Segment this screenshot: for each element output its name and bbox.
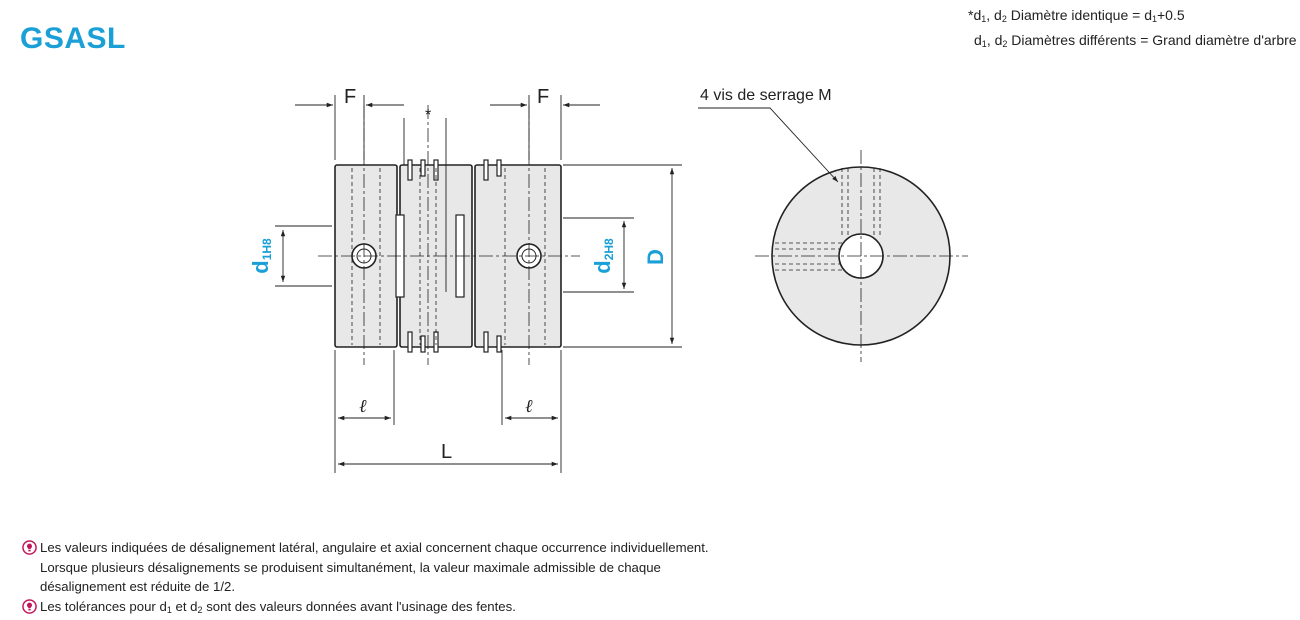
svg-text:D: D (643, 249, 668, 265)
svg-text:d1H8: d1H8 (248, 238, 274, 274)
technical-drawing: F F * ℓ ℓ L d1H8 d2H8 D (0, 0, 1300, 530)
note-text: Les tolérances pour d1 et d2 sont des va… (40, 597, 722, 620)
dim-label-d2: d2H8 (590, 238, 616, 274)
note-item: Les tolérances pour d1 et d2 sont des va… (22, 597, 722, 620)
dim-label-l-left: ℓ (359, 396, 367, 417)
dim-label-l-right: ℓ (525, 396, 533, 417)
dim-label-star: * (425, 107, 431, 124)
note-text: Les valeurs indiquées de désalignement l… (40, 538, 722, 597)
lightbulb-icon (22, 599, 40, 620)
notes-section: Les valeurs indiquées de désalignement l… (22, 538, 722, 620)
note-item: Les valeurs indiquées de désalignement l… (22, 538, 722, 597)
dim-label-f-right: F (537, 86, 549, 108)
dim-label-D: D (643, 249, 668, 265)
dim-label-d1: d1H8 (248, 238, 274, 274)
svg-text:d2H8: d2H8 (590, 238, 616, 274)
dim-label-L: L (441, 441, 452, 463)
coupling-end-view (698, 108, 968, 362)
lightbulb-icon (22, 540, 40, 561)
screws-label: 4 vis de serrage M (700, 87, 832, 104)
dim-label-f-left: F (344, 86, 356, 108)
